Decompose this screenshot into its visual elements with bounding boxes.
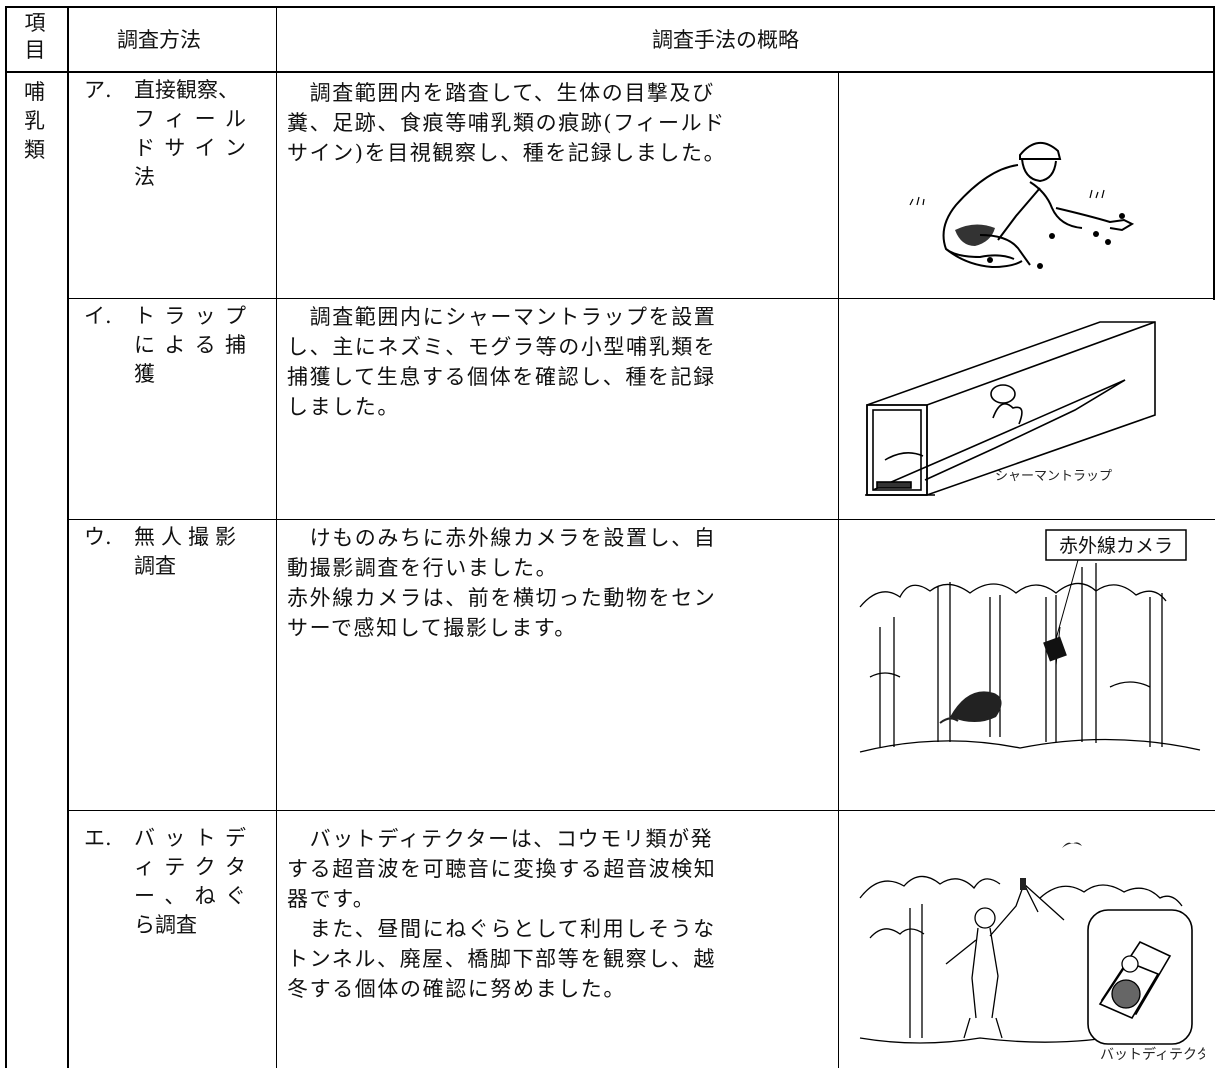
row-divider-2 — [67, 519, 1215, 520]
description-line: トンネル、廃屋、橋脚下部等を観察し、越 — [287, 947, 716, 971]
row-marker: イ. — [84, 304, 112, 328]
description-line: 糞、足跡、食痕等哺乳類の痕跡(フィールド — [287, 111, 726, 135]
description-line: 調査範囲内を踏査して、生体の目撃及び — [287, 81, 715, 105]
description-line: しました。 — [287, 395, 400, 419]
method-label-4: エ. バットデ ィテクタ ー、ねぐ ら調査 — [84, 824, 246, 940]
description-line: 捕獲して生息する個体を確認し、種を記録 — [287, 365, 716, 389]
description-line: 調査範囲内にシャーマントラップを設置 — [287, 305, 717, 329]
row-divider-1 — [67, 298, 1215, 299]
header-summary: 調査手法の概略 — [652, 28, 799, 52]
row-marker: エ. — [84, 826, 112, 850]
header-method: 調査方法 — [117, 28, 201, 52]
person-observing-field-sign-icon — [909, 142, 1135, 269]
trap-caption: シャーマントラップ — [995, 469, 1112, 484]
camera-caption: 赤外線カメラ — [1059, 535, 1173, 557]
description-line: 赤外線カメラは、前を横切った動物をセン — [287, 586, 717, 610]
method-line: トラップ — [134, 304, 246, 328]
method-line: ー、ねぐ — [134, 884, 246, 908]
method-line: 直接観察、 — [134, 78, 239, 102]
category-column-divider — [67, 6, 69, 1068]
method-line: ドサイン — [134, 136, 246, 160]
description-line: また、昼間にねぐらとして利用しそうな — [287, 917, 716, 941]
method-label-2: イ. トラップ による捕 獲 — [84, 302, 246, 389]
method-line: 獲 — [134, 362, 155, 386]
table-right-border — [1213, 6, 1215, 300]
method-column-divider — [276, 6, 277, 1068]
description-line: 動撮影調査を行いました。 — [287, 556, 559, 580]
description-4: バットディテクターは、コウモリ類が発 する超音波を可聴音に変換する超音波検知 器… — [287, 824, 716, 1004]
method-line: による捕 — [134, 333, 246, 357]
table-left-border — [5, 6, 7, 1068]
illustration-column-divider — [838, 72, 839, 1068]
description-line: する超音波を可聴音に変換する超音波検知 — [287, 857, 717, 881]
description-line: 器です。 — [287, 887, 376, 911]
detector-caption: バットディテクター — [1100, 1046, 1205, 1063]
description-line: サイン)を目視観察し、種を記録しました。 — [287, 141, 727, 165]
description-line: サーで感知して撮影します。 — [287, 616, 577, 640]
row-marker: ア. — [84, 78, 112, 102]
method-line: フィール — [134, 107, 246, 131]
method-line: バットデ — [134, 826, 246, 850]
method-line: 調査 — [134, 554, 176, 578]
description-line: 冬する個体の確認に努めました。 — [287, 977, 626, 1001]
infrared-camera-forest-icon: 赤外線カメラ — [859, 529, 1201, 753]
description-line: バットディテクターは、コウモリ類が発 — [287, 827, 714, 851]
row-marker: ウ. — [84, 525, 112, 549]
table-top-border — [5, 6, 1215, 8]
method-line: ら調査 — [134, 913, 197, 937]
method-label-1: ア. 直接観察、 フィール ドサイン 法 — [84, 76, 246, 192]
category-mammals: 哺乳類 — [24, 80, 45, 162]
description-3: けものみちに赤外線カメラを設置し、自 動撮影調査を行いました。 赤外線カメラは、… — [287, 523, 716, 643]
description-line: けものみちに赤外線カメラを設置し、自 — [287, 526, 717, 550]
description-2: 調査範囲内にシャーマントラップを設置 し、主にネズミ、モグラ等の小型哺乳類を 捕… — [287, 302, 716, 422]
description-1: 調査範囲内を踏査して、生体の目撃及び 糞、足跡、食痕等哺乳類の痕跡(フィールド … — [287, 78, 726, 168]
method-line: ィテクタ — [134, 855, 246, 879]
row-divider-3 — [67, 810, 1215, 811]
description-line: し、主にネズミ、モグラ等の小型哺乳類を — [287, 335, 717, 359]
method-line: 法 — [134, 165, 155, 189]
sherman-trap-icon: シャーマントラップ — [865, 321, 1156, 496]
header-bottom-border — [5, 71, 1215, 73]
method-label-3: ウ. 無人撮影 調査 — [84, 523, 242, 581]
bat-detector-icon: バットディテクター — [859, 842, 1205, 1063]
header-item: 項目 — [24, 11, 46, 62]
method-line: 無人撮影 — [134, 525, 242, 549]
